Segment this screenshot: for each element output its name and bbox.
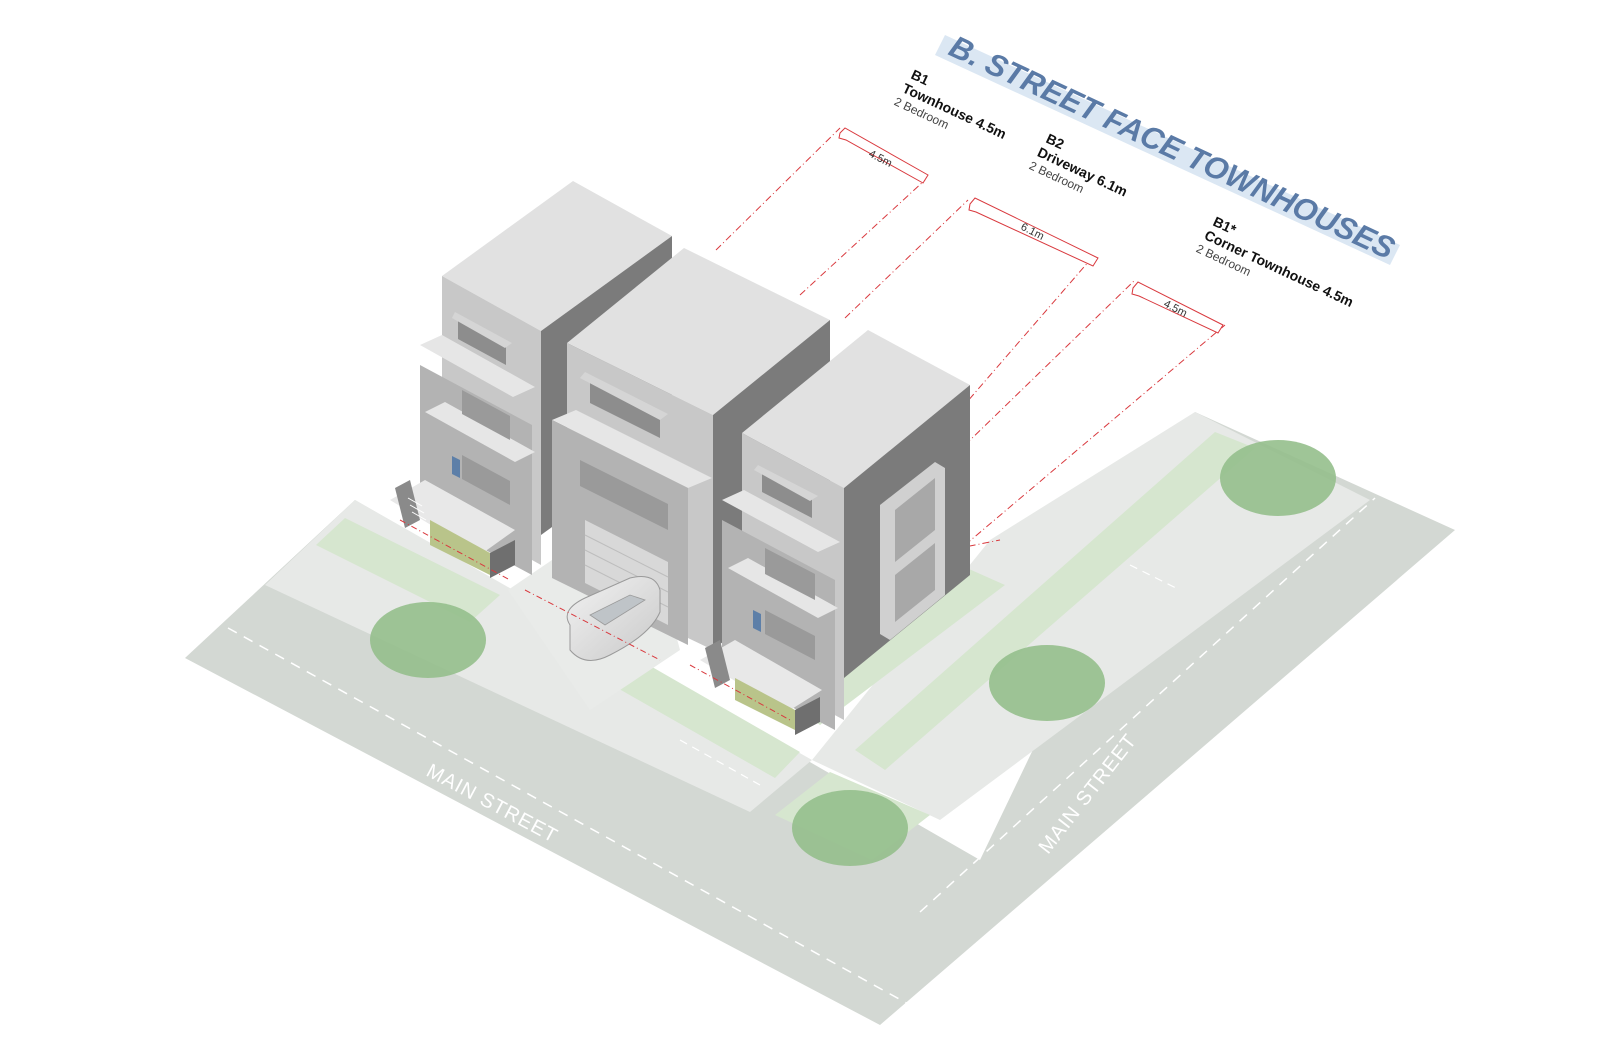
- road-centerline-left: [227, 627, 911, 1006]
- dim-label-b2: 6.1m: [1019, 221, 1046, 243]
- tree: [1220, 440, 1336, 516]
- verge-left: [316, 518, 500, 622]
- sidewalk-right-street: [812, 412, 1370, 820]
- dim-tag-b1: [838, 127, 929, 184]
- unit-code: B2: [1044, 130, 1067, 152]
- verge-right: [855, 432, 1255, 770]
- car: [566, 576, 661, 661]
- building-b1-corner: [700, 330, 970, 735]
- unit-code: B1: [909, 66, 932, 88]
- property-lines: [399, 519, 791, 721]
- dim-tag-b1-corner: [1131, 281, 1224, 334]
- diagram-title: B. STREET FACE TOWNHOUSES: [944, 29, 1400, 267]
- dim-label-b1: 4.5m: [867, 148, 894, 170]
- verge-mid: [600, 660, 800, 778]
- tree: [989, 645, 1105, 721]
- tree: [792, 790, 908, 866]
- street-trees: [370, 440, 1336, 866]
- curb-line-right: [1129, 564, 1181, 591]
- title-band: [935, 35, 1400, 265]
- dim-label-b1-corner: 4.5m: [1162, 298, 1189, 320]
- dim-tag-b2: [968, 197, 1099, 267]
- curb-line-left: [679, 739, 761, 786]
- tree: [370, 602, 486, 678]
- dimension-tags: [838, 127, 1224, 334]
- road-centerline-right: [919, 497, 1376, 913]
